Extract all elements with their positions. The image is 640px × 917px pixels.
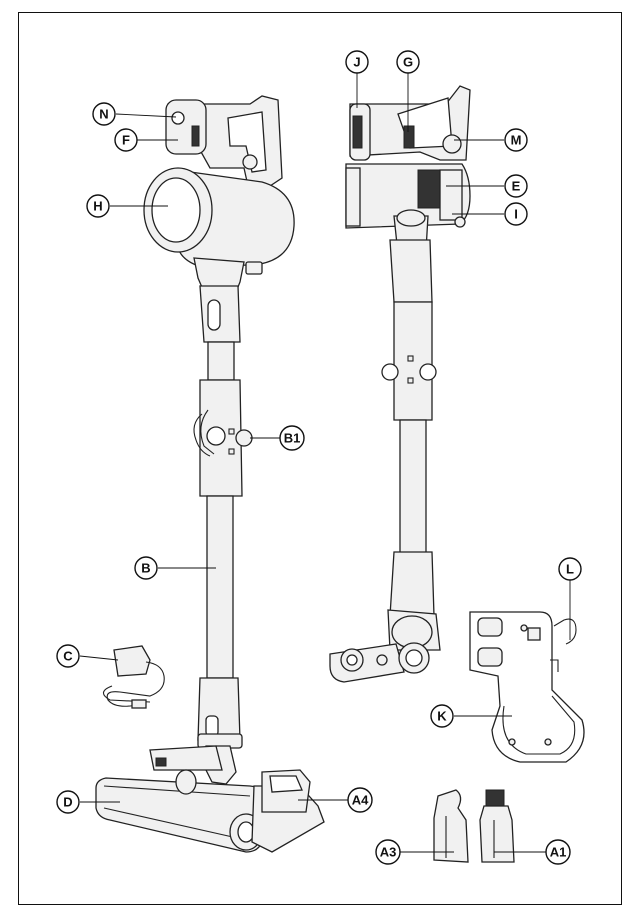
svg-text:C: C (63, 649, 73, 664)
svg-text:M: M (511, 133, 522, 148)
svg-text:J: J (353, 55, 360, 70)
callout-A4: A4 (298, 787, 373, 813)
charger-adapter (102, 645, 165, 709)
callout-M: M (454, 128, 528, 152)
callout-K: K (430, 704, 512, 728)
svg-text:K: K (437, 709, 447, 724)
svg-text:B1: B1 (284, 431, 301, 446)
main-vacuum-side (329, 85, 471, 683)
callout-B: B (134, 556, 216, 580)
callout-F: F (114, 128, 178, 152)
callout-G: G (396, 50, 420, 132)
svg-text:A4: A4 (352, 793, 369, 808)
svg-text:H: H (93, 199, 102, 214)
callout-L: L (558, 557, 582, 640)
callout-H: H (86, 194, 168, 218)
svg-text:A1: A1 (550, 845, 567, 860)
callout-C: C (56, 644, 119, 668)
callout-I: I (452, 202, 528, 226)
svg-text:D: D (63, 795, 72, 810)
callout-B1: B1 (250, 425, 305, 451)
callout-D: D (56, 790, 120, 814)
svg-text:I: I (514, 207, 518, 222)
svg-text:E: E (512, 179, 521, 194)
svg-text:L: L (566, 562, 574, 577)
callout-J: J (345, 50, 369, 108)
callout-N: N (92, 102, 177, 126)
crevice-tool (433, 789, 469, 863)
svg-text:B: B (141, 561, 150, 576)
callout-A3: A3 (375, 839, 454, 865)
svg-text:G: G (403, 55, 413, 70)
wall-mount (469, 611, 585, 763)
brush-tool (479, 789, 515, 863)
callout-A1: A1 (494, 839, 571, 865)
svg-text:F: F (122, 133, 130, 148)
svg-text:A3: A3 (380, 845, 397, 860)
callout-E: E (446, 174, 528, 198)
svg-text:N: N (99, 107, 108, 122)
main-vacuum-front (95, 95, 325, 853)
